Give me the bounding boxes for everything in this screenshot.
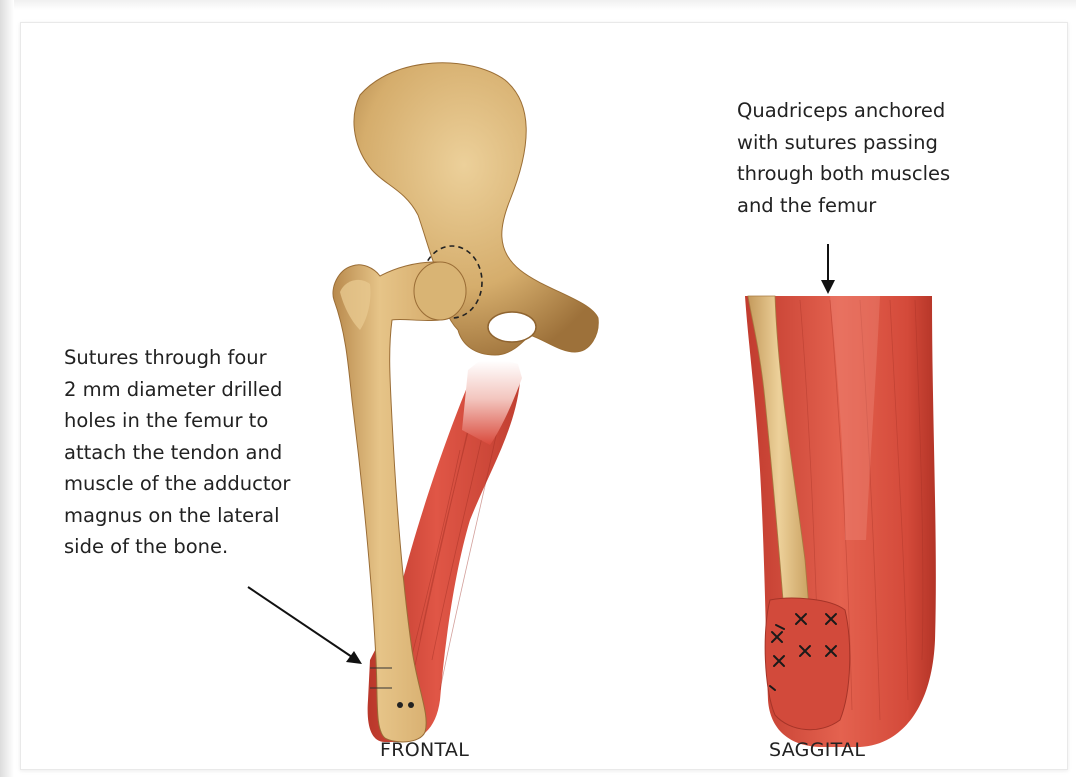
frontal-annotation: Sutures through four 2 mm diameter drill… [64,342,364,563]
annotation-line: Quadriceps anchored [737,95,1037,127]
sagittal-annotation: Quadriceps anchored with sutures passing… [737,95,1037,221]
annotation-line: and the femur [737,190,1037,222]
annotation-line: side of the bone. [64,531,364,563]
annotation-line: attach the tendon and [64,437,364,469]
annotation-line: muscle of the adductor [64,468,364,500]
drill-hole [397,702,403,708]
annotation-line: 2 mm diameter drilled [64,374,364,406]
caption-sagittal: SAGGITAL [769,739,865,761]
sagittal-view [745,244,936,747]
drill-hole [408,702,414,708]
annotation-line: holes in the femur to [64,405,364,437]
frontal-arrow [248,587,352,657]
caption-frontal: FRONTAL [380,739,469,761]
annotation-line: with sutures passing [737,127,1037,159]
annotation-line: through both muscles [737,158,1037,190]
annotation-line: magnus on the lateral [64,500,364,532]
muscle-stump [765,598,850,730]
obturator-foramen [488,312,536,342]
annotation-line: Sutures through four [64,342,364,374]
